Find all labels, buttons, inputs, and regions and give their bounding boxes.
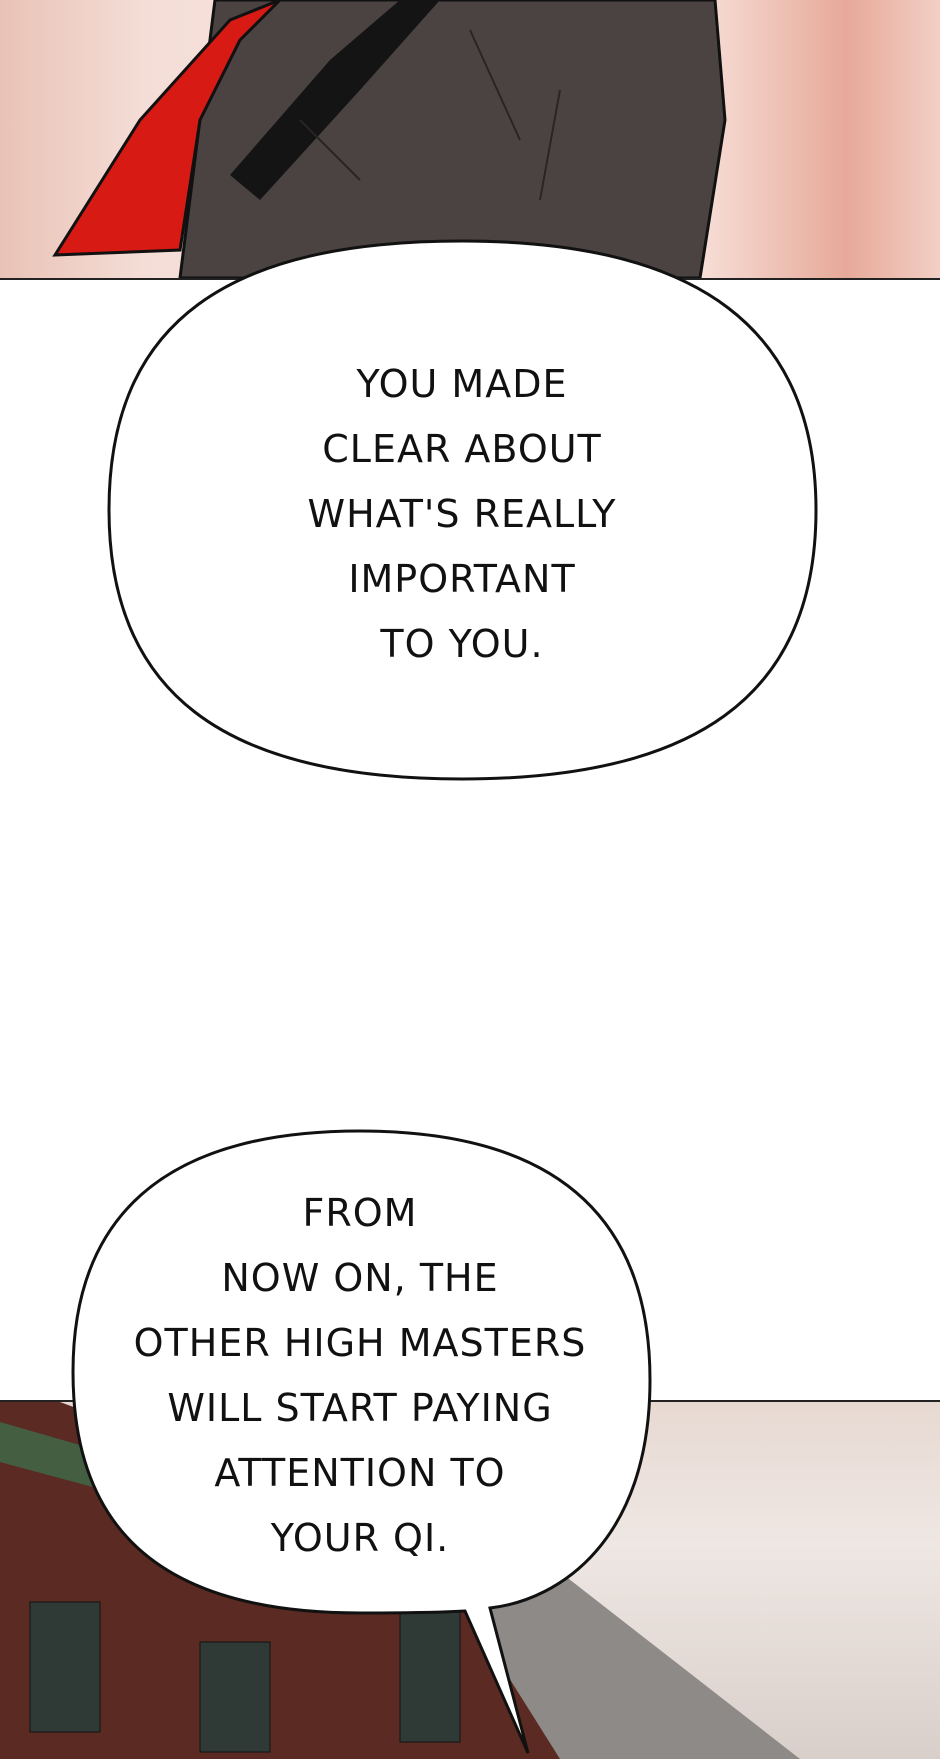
bubble-1-line: WHAT'S REALLY — [307, 492, 617, 536]
bubble-2-line: YOUR QI. — [270, 1516, 450, 1560]
bubble-1-line: YOU MADE — [356, 362, 568, 406]
character-robe-illustration — [52, 0, 727, 278]
bubble-2-line: OTHER HIGH MASTERS — [133, 1321, 587, 1365]
top-panel-artwork — [0, 0, 940, 280]
speech-bubble-2 — [71, 1129, 652, 1754]
bubble-2-line: ATTENTION TO — [214, 1451, 506, 1495]
roof-tiles — [430, 1552, 800, 1759]
black-sash — [230, 0, 440, 200]
bubble-2-line: FROM — [302, 1191, 418, 1235]
bubble-2-text: FROM NOW ON, THE OTHER HIGH MASTERS WILL… — [100, 1181, 620, 1571]
bubble-1-line: IMPORTANT — [348, 557, 576, 601]
bubble-1-line: TO YOU. — [380, 622, 544, 666]
bubble-2-line: NOW ON, THE — [221, 1256, 499, 1300]
bubble-2-line: WILL START PAYING — [167, 1386, 553, 1430]
bubble-1-text: YOU MADE CLEAR ABOUT WHAT'S REALLY IMPOR… — [262, 352, 662, 677]
speech-bubble-1 — [107, 239, 818, 781]
bubble-1-line: CLEAR ABOUT — [322, 427, 602, 471]
red-scarf — [52, 0, 282, 257]
